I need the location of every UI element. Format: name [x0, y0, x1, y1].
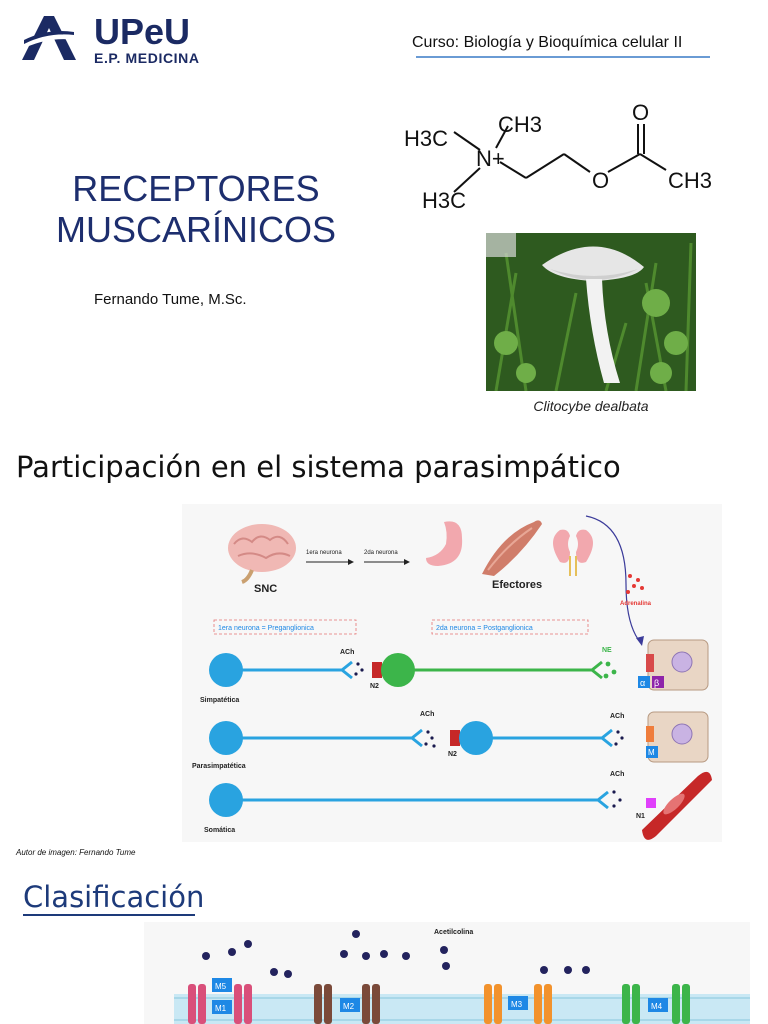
brain-icon: [228, 524, 296, 584]
muscarinic-receptors-diagram: Acetilcolina M5 M1 M2 M3 M4: [144, 922, 750, 1024]
logo-subtitle: E.P. MEDICINA: [94, 50, 200, 66]
logo-name: UPeU: [94, 11, 191, 52]
logo-mark-icon: [20, 16, 76, 60]
m-receptor-label: M: [648, 748, 655, 757]
nervous-system-diagram: SNC 1era neurona 2da neurona Efectores A…: [182, 504, 722, 842]
page-title: RECEPTORES MUSCARÍNICOS: [26, 168, 366, 250]
ach-label-row2b: ACh: [610, 713, 624, 720]
preganglionic-legend: 1era neurona = Preganglionica: [218, 625, 314, 632]
n2-label-row1: N2: [370, 683, 379, 690]
adrenaline-label: Adrenalina: [620, 601, 652, 607]
acetylcholine-structure: H3C CH3 N+ H3C O O CH3: [404, 100, 712, 213]
molecule-n-plus: N+: [476, 146, 505, 171]
stomach-icon: [426, 521, 463, 566]
molecule-h3c-top: H3C: [404, 126, 448, 151]
molecule-ch3-right: CH3: [668, 168, 712, 193]
image-credit: Autor de imagen: Fernando Tume: [16, 848, 136, 857]
first-neuron-arrow-label: 1era neurona: [306, 550, 342, 556]
course-title: Curso: Biología y Bioquímica celular II: [412, 34, 683, 51]
kidney-icon: [553, 529, 593, 576]
photo-caption: Clitocybe dealbata: [533, 398, 649, 414]
sympathetic-label: Simpatética: [200, 697, 239, 704]
postganglionic-legend: 2da neurona = Postganglionica: [436, 625, 533, 632]
ach-label-row3: ACh: [610, 771, 624, 778]
section-heading-parasympathetic: Participación en el sistema parasimpátic…: [16, 450, 621, 484]
mushroom-photo: [486, 233, 696, 391]
n2-label-row2: N2: [448, 751, 457, 758]
effectors-label: Efectores: [492, 579, 542, 591]
molecule-o-ester: O: [592, 168, 609, 193]
m5-label: M5: [215, 982, 227, 991]
molecule-o-carbonyl: O: [632, 100, 649, 125]
muscle-icon: [482, 520, 542, 576]
m4-label: M4: [651, 1002, 663, 1011]
ach-label-row2a: ACh: [420, 711, 434, 718]
alpha-receptor-label: α: [640, 678, 645, 688]
acetylcholine-label: Acetilcolina: [434, 929, 473, 936]
beta-receptor-label: β: [654, 678, 659, 688]
m3-label: M3: [511, 1000, 523, 1009]
author-name: Fernando Tume, M.Sc.: [94, 291, 247, 308]
title-line-1: RECEPTORES: [72, 168, 320, 209]
molecule-h3c-bottom: H3C: [422, 188, 466, 213]
upeu-logo: UPeU E.P. MEDICINA: [18, 10, 228, 68]
somatic-label: Somática: [204, 827, 235, 834]
adrenaline-dots: [626, 574, 644, 594]
acetylcholine-molecules: [202, 930, 590, 978]
snc-label: SNC: [254, 583, 277, 595]
molecule-ch3-top: CH3: [498, 112, 542, 137]
ne-label: NE: [602, 647, 612, 654]
section-heading-classification: Clasificación: [23, 880, 205, 914]
title-line-2: MUSCARÍNICOS: [55, 209, 337, 250]
classification-underline: [23, 914, 195, 916]
m2-label: M2: [343, 1002, 355, 1011]
ach-label-row1: ACh: [340, 649, 354, 656]
course-underline: [416, 56, 710, 58]
parasympathetic-label: Parasimpatética: [192, 763, 246, 770]
muscle-fiber-icon: [642, 771, 712, 840]
n1-label: N1: [636, 813, 645, 820]
m1-label: M1: [215, 1004, 227, 1013]
second-neuron-arrow-label: 2da neurona: [364, 550, 398, 556]
